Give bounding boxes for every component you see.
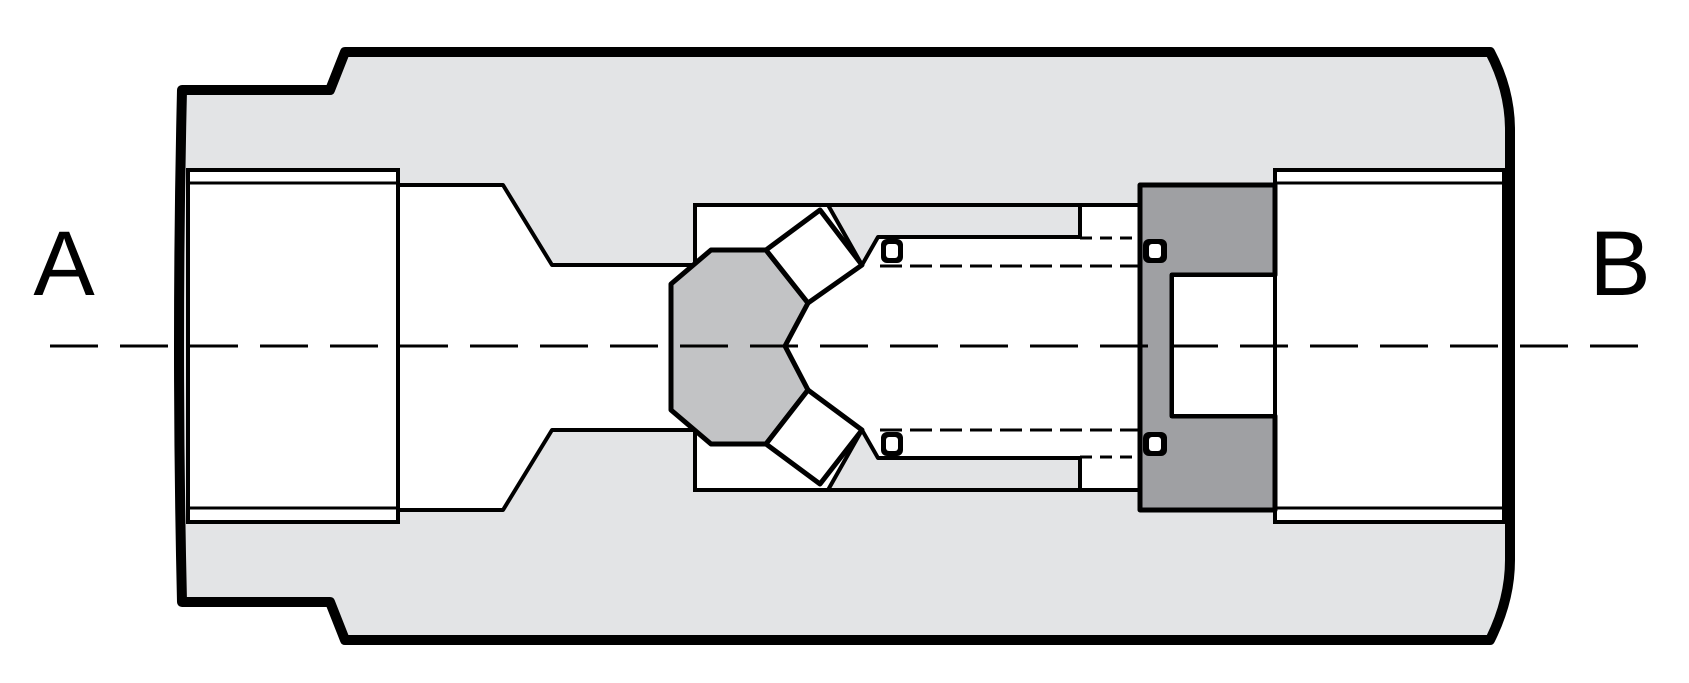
spring-coil-right-top	[1143, 239, 1167, 263]
port-label-b: B	[1589, 213, 1650, 315]
poppet-seal-bottom	[763, 387, 865, 487]
spring-coil-left-bottom	[881, 432, 903, 456]
spring-coil-right-bottom	[1143, 432, 1167, 456]
port-label-a: A	[33, 213, 95, 315]
spring-coil-left-top	[881, 239, 903, 263]
poppet-seal-top	[763, 207, 865, 306]
